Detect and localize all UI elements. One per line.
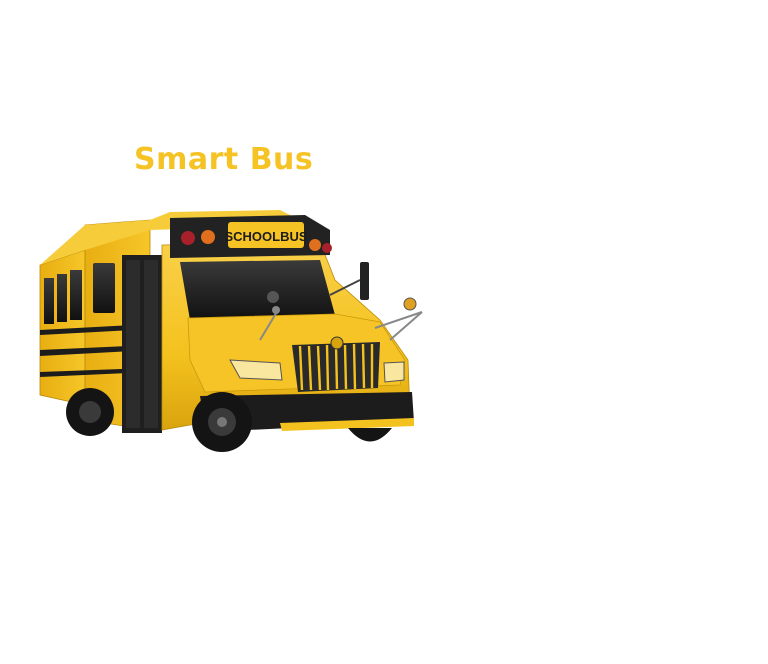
bus-sign: SCHOOLBUS [224,229,307,244]
page-title: Smart Bus [134,142,314,177]
school-bus-image: SCHOOLBUS [39,210,423,452]
